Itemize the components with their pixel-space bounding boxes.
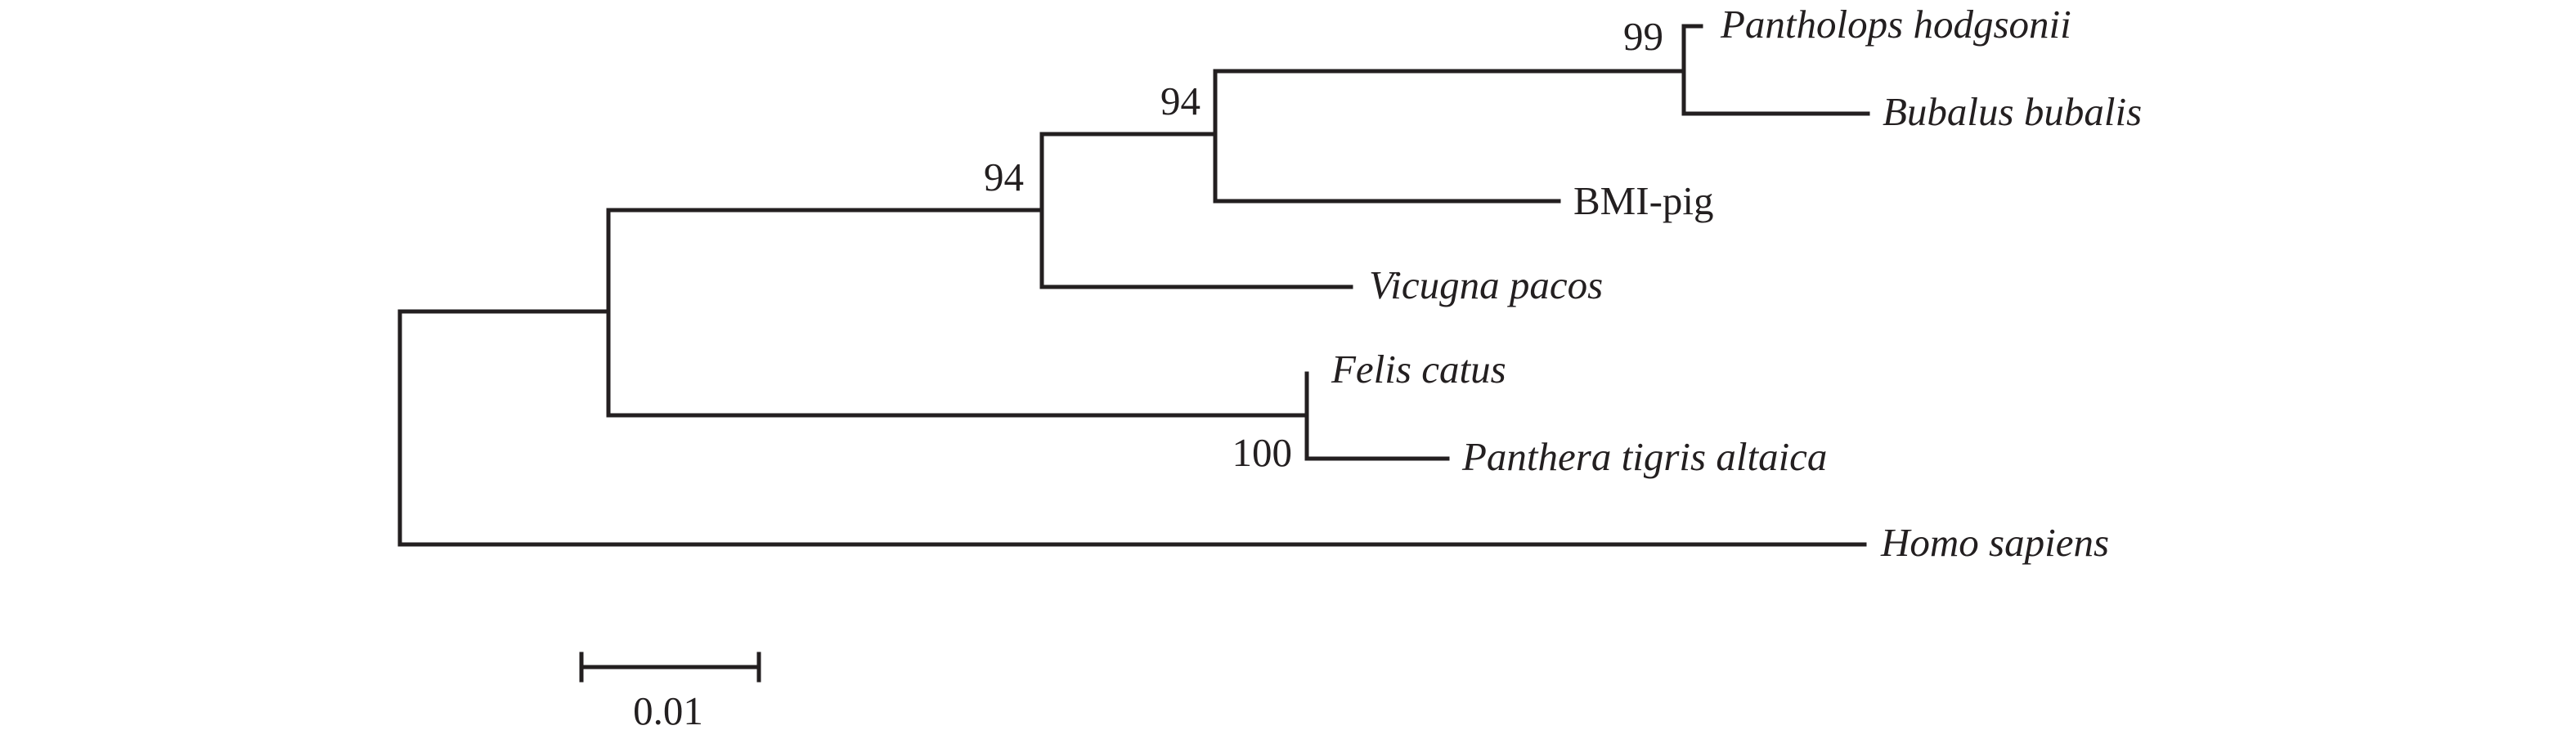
taxon-vicugna-pacos: Vicugna pacos <box>1369 262 1603 307</box>
taxon-bmi-pig: BMI-pig <box>1573 178 1714 223</box>
taxon-pantholops-hodgsonii: Pantholops hodgsonii <box>1720 2 2071 47</box>
taxon-panthera-tigris-altaica: Panthera tigris altaica <box>1461 434 1827 479</box>
support-cetartiodactyla-clade: 94 <box>984 155 1024 199</box>
support-pig-bovid-clade: 94 <box>1160 78 1200 123</box>
scale-bar-label: 0.01 <box>633 688 703 733</box>
taxon-bubalus-bubalis: Bubalus bubalis <box>1883 89 2142 134</box>
scale-bar: 0.01 <box>579 652 761 733</box>
taxon-felis-catus: Felis catus <box>1331 347 1506 392</box>
taxon-homo-sapiens: Homo sapiens <box>1880 520 2109 565</box>
support-felid-clade: 100 <box>1232 430 1293 475</box>
support-bovid-clade: 99 <box>1623 14 1663 59</box>
